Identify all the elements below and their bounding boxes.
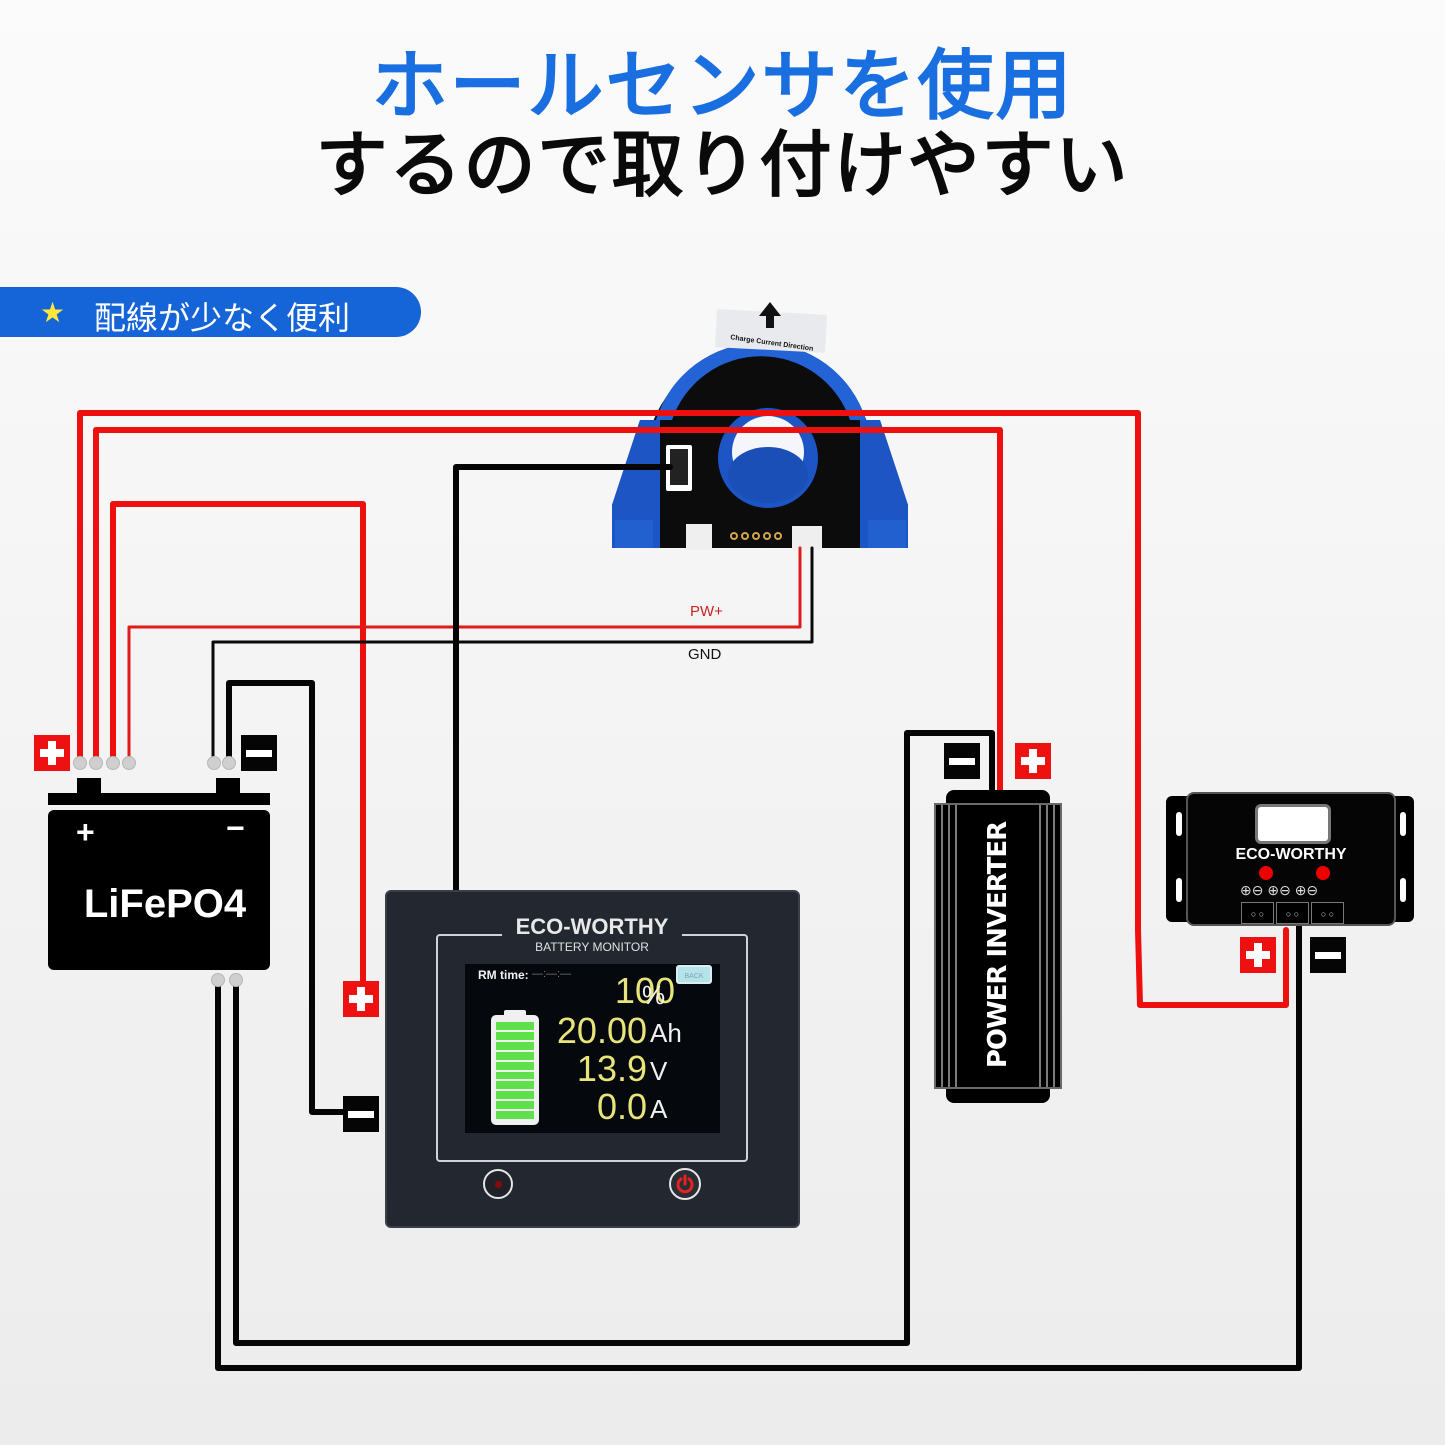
hall-sensor: Charge Current Direction bbox=[612, 302, 908, 550]
reading-current-unit: A bbox=[650, 1094, 668, 1124]
monitor-power-button[interactable] bbox=[669, 1168, 701, 1200]
direction-sticker bbox=[715, 309, 827, 353]
reading-percent-unit: % bbox=[642, 980, 666, 1010]
wire-battery-minus-to-inverter bbox=[233, 730, 995, 1346]
controller-display bbox=[1255, 804, 1331, 844]
inverter-label: POWER INVERTER bbox=[983, 821, 1013, 1069]
battery-label: LiFePO4 bbox=[83, 882, 247, 926]
reading-voltage-value: 13.9 bbox=[576, 1048, 647, 1089]
pw-plus-label: PW+ bbox=[690, 603, 723, 620]
reading-current-value: 0.0 bbox=[596, 1086, 647, 1127]
controller-led bbox=[1259, 866, 1273, 880]
plus-sign-icon bbox=[1240, 937, 1276, 973]
wire-pw-plus bbox=[127, 546, 802, 762]
monitor-subtitle: BATTERY MONITOR bbox=[535, 940, 649, 954]
battery-level-segment bbox=[496, 1051, 534, 1060]
battery-level-segment bbox=[496, 1022, 534, 1030]
battery-level-segment bbox=[496, 1081, 534, 1090]
battery bbox=[48, 810, 270, 970]
wire-monitor-to-sensor bbox=[453, 464, 673, 893]
wire-battery-minus-to-monitor bbox=[226, 680, 348, 1115]
mount-slot bbox=[1400, 812, 1406, 836]
battery-level-segment bbox=[496, 1041, 534, 1050]
rm-time-value: —:—:— bbox=[532, 968, 572, 980]
gnd-label: GND bbox=[688, 646, 722, 663]
wire-battery-plus-to-controller bbox=[77, 410, 1289, 1008]
wire-battery-minus-to-controller bbox=[215, 923, 1302, 1371]
terminal-ring bbox=[106, 756, 120, 770]
terminal-ring bbox=[73, 756, 87, 770]
battery-level-segment bbox=[496, 1101, 534, 1110]
monitor-brand-wrap: ECO-WORTHY bbox=[436, 914, 748, 940]
sensor-connector-right bbox=[792, 526, 822, 550]
battery-plus-mark: + bbox=[76, 814, 95, 850]
terminal-ring bbox=[89, 756, 103, 770]
terminal-ring bbox=[122, 756, 136, 770]
terminal-ring bbox=[222, 756, 236, 770]
battery-level-segment bbox=[496, 1061, 534, 1070]
controller-terminal-load: ○ ○ bbox=[1311, 902, 1344, 924]
reading-voltage-unit: V bbox=[650, 1056, 668, 1086]
rm-time-label: RM time: bbox=[478, 968, 529, 982]
plus-sign-icon bbox=[343, 981, 379, 1017]
up-arrow-icon bbox=[759, 302, 781, 328]
mount-slot bbox=[1176, 878, 1182, 902]
mount-slot bbox=[1176, 812, 1182, 836]
back-button[interactable]: BACK bbox=[676, 965, 712, 984]
terminal-ring bbox=[211, 973, 225, 987]
controller-brand: ECO-WORTHY bbox=[1235, 846, 1347, 863]
sensor-connector-left bbox=[686, 524, 712, 550]
battery-level-cap bbox=[504, 1010, 526, 1018]
inverter-bottom-cap bbox=[946, 1085, 1050, 1103]
terminal-ring bbox=[229, 973, 243, 987]
battery-level-segment bbox=[496, 1111, 534, 1120]
mount-slot bbox=[1400, 878, 1406, 902]
battery-level-segment bbox=[496, 1091, 534, 1100]
battery-level-segment bbox=[496, 1031, 534, 1040]
power-icon bbox=[676, 1174, 694, 1194]
feature-badge-text: 配線が少なく便利 bbox=[94, 299, 351, 337]
wire-battery-plus-to-inverter bbox=[93, 427, 1003, 793]
minus-sign-icon bbox=[944, 743, 980, 779]
controller-terminal-symbols: ⊕⊖ ⊕⊖ ⊕⊖ bbox=[1240, 882, 1319, 898]
controller-led bbox=[1316, 866, 1330, 880]
wire-battery-plus-to-monitor bbox=[110, 501, 366, 988]
minus-sign-icon bbox=[1310, 937, 1346, 973]
battery-level-segment bbox=[496, 1071, 534, 1080]
feature-badge: ★ 配線が少なく便利 bbox=[0, 287, 421, 337]
monitor-brand: ECO-WORTHY bbox=[501, 914, 683, 939]
minus-sign-icon bbox=[343, 1096, 379, 1132]
inverter-panel bbox=[960, 805, 1034, 1087]
monitor-function-button[interactable] bbox=[483, 1169, 513, 1199]
controller-terminal-solar: ○ ○ bbox=[1241, 902, 1274, 924]
battery-minus-mark: − bbox=[226, 810, 245, 846]
controller-terminal-battery: ○ ○ bbox=[1276, 902, 1309, 924]
reading-capacity-unit: Ah bbox=[650, 1018, 682, 1048]
wire-gnd bbox=[211, 546, 814, 762]
plus-sign-icon bbox=[1015, 743, 1051, 779]
minus-sign-icon bbox=[241, 735, 277, 771]
headline-line-2: するので取り付けやすい bbox=[315, 123, 1130, 207]
reading-capacity-value: 20.00 bbox=[556, 1010, 647, 1051]
terminal-ring bbox=[207, 756, 221, 770]
battery-level-bars bbox=[496, 1022, 534, 1120]
plus-sign-icon bbox=[34, 735, 70, 771]
battery-lid bbox=[48, 793, 270, 805]
star-icon: ★ bbox=[40, 297, 66, 328]
headline-line-1: ホールセンサを使用 bbox=[371, 41, 1074, 130]
reading-percent-value: 100 bbox=[614, 970, 675, 1011]
